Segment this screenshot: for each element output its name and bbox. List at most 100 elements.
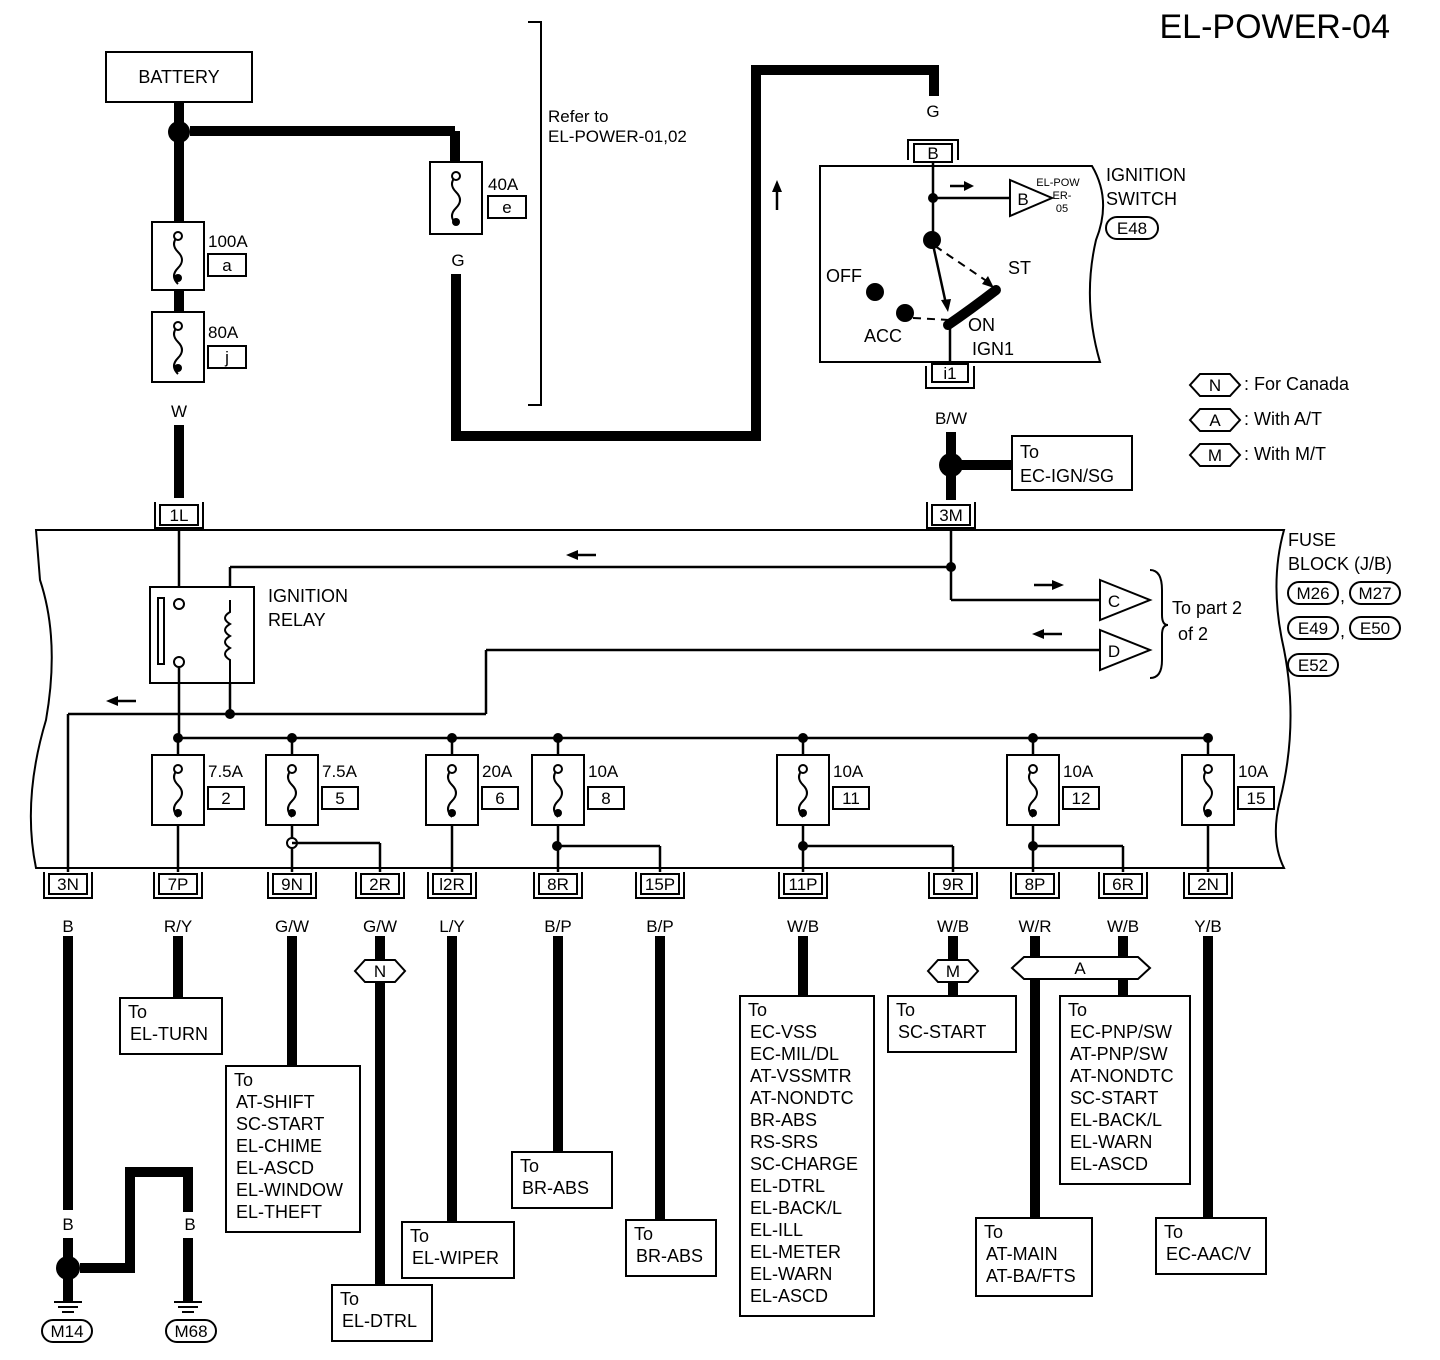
destinations: ToEL-TURNToAT-SHIFTSC-STARTEL-CHIMEEL-AS… [119, 995, 1267, 1342]
legend-code: M [1208, 446, 1222, 465]
pos-st: ST [1008, 258, 1031, 278]
dest-to: To [410, 1226, 429, 1246]
fuse-rating: 20A [482, 762, 513, 781]
wire-color: G/W [275, 917, 309, 936]
part2-note-2: of 2 [1178, 624, 1208, 644]
switch-label: IGNITION [1106, 165, 1186, 185]
dest-page: EL-DTRL [342, 1311, 417, 1331]
part2-tag-c [1099, 578, 1153, 622]
dest-to: To [128, 1002, 147, 1022]
option-tag-n [353, 959, 407, 983]
wire-color: G/W [363, 917, 397, 936]
connector-e52: E52 [1298, 656, 1328, 675]
legend-code: A [1209, 411, 1221, 430]
dest-page: AT-NONDTC [1070, 1066, 1174, 1086]
fuse-number: 15 [1247, 789, 1266, 808]
pos-off: OFF [826, 266, 862, 286]
part2-tag-c-label: C [1108, 592, 1120, 611]
fuse-5: 7.5A5 [265, 733, 359, 872]
pos-ign1: IGN1 [972, 339, 1014, 359]
terminal-1l: 1L [154, 502, 204, 529]
terminal-i1: i1 [943, 364, 956, 383]
page-title: EL-POWER-04 [1160, 8, 1391, 46]
ref-page-line2: ER- [1053, 190, 1072, 202]
relay-label-2: RELAY [268, 610, 326, 630]
legend-text: : With A/T [1244, 409, 1322, 429]
dest-page: EC-PNP/SW [1070, 1022, 1172, 1042]
wire-color-g-switch: G [926, 102, 939, 121]
part2-note: To part 2 [1172, 598, 1242, 618]
wire-color: W/R [1018, 917, 1051, 936]
fusible-link-100a: 100A a [151, 221, 248, 291]
dest-page: RS-SRS [750, 1132, 818, 1152]
fuse-number: 5 [335, 789, 344, 808]
fuse-number: 2 [221, 789, 230, 808]
dest-page: EL-BACK/L [1070, 1110, 1162, 1130]
ref-page-line3: 05 [1056, 203, 1068, 215]
terminal-9n: 9NG/W [267, 872, 317, 936]
dest-page: EL-WINDOW [236, 1180, 343, 1200]
dest-page: EL-THEFT [236, 1202, 322, 1222]
terminal-2n: 2NY/B [1183, 872, 1233, 936]
dest-to: To [520, 1156, 539, 1176]
connector-e50: E50 [1360, 619, 1390, 638]
dest-page: AT-BA/FTS [986, 1266, 1076, 1286]
dest-to: To [748, 1000, 767, 1020]
connector-sep: , [1340, 586, 1345, 606]
ignition-relay: IGNITION RELAY [149, 586, 348, 684]
terminal-label: 15P [645, 875, 675, 894]
dest-page: EC-AAC/V [1166, 1244, 1251, 1264]
battery-box [105, 51, 253, 103]
connector-m26: M26 [1296, 584, 1329, 603]
terminal-label: 11P [789, 875, 818, 894]
dest-page: AT-MAIN [986, 1244, 1058, 1264]
dest-page: BR-ABS [522, 1178, 589, 1198]
fuse-rating: 10A [1238, 762, 1269, 781]
ground-m14: M14 [50, 1322, 83, 1341]
pos-acc: ACC [864, 326, 902, 346]
terminal-2r: 2R G/W [355, 872, 405, 936]
terminal-label: 9R [942, 875, 964, 894]
wire-color-g: G [451, 251, 464, 270]
option-tag-n-label: N [374, 962, 386, 981]
terminal-label: 7P [168, 875, 189, 894]
option-tag-m-label: M [946, 962, 960, 981]
dest-to: To [634, 1224, 653, 1244]
ref-tag-b [1009, 178, 1055, 218]
ground-m68: M68 [174, 1322, 207, 1341]
dest-page: AT-PNP/SW [1070, 1044, 1168, 1064]
ground: B B B M14 M68 [41, 1167, 217, 1343]
terminal-6r: 6RW/B [1098, 872, 1148, 936]
dest-page: SC-START [1070, 1088, 1158, 1108]
wire-color: B [62, 917, 73, 936]
switch-label-2: SWITCH [1106, 189, 1177, 209]
connector-e48: E48 [1117, 219, 1147, 238]
link-id: j [224, 348, 229, 367]
connector-m27: M27 [1358, 584, 1391, 603]
dest-page: EL-CHIME [236, 1136, 322, 1156]
dest-page: EL-BACK/L [750, 1198, 842, 1218]
fuse-rating: 10A [588, 762, 619, 781]
link-rating: 40A [488, 175, 519, 194]
refer-note: Refer to [548, 107, 608, 126]
wire-color: B/P [544, 917, 571, 936]
wire-color-bw: B/W [935, 409, 967, 428]
terminal-label: 2R [369, 875, 391, 894]
battery-label: BATTERY [138, 67, 219, 87]
dest-page: AT-SHIFT [236, 1092, 315, 1112]
terminal-9r: 9RW/B [928, 872, 978, 936]
wire-color-w: W [171, 402, 187, 421]
